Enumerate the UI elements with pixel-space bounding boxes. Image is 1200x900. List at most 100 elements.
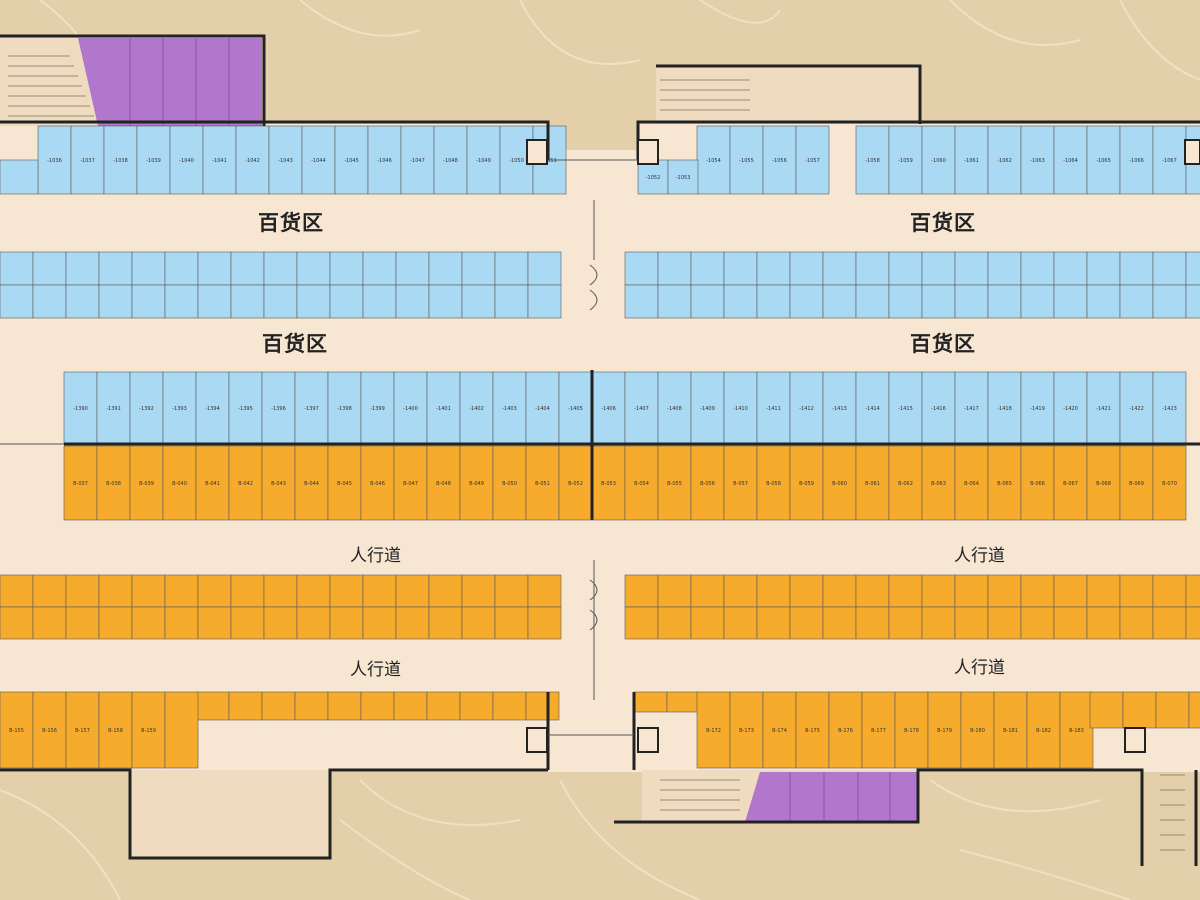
mid-blue-unit-label: -1407 [634, 406, 649, 412]
mid-orange-unit [723, 445, 758, 521]
orange-row-2b-unit [789, 606, 824, 640]
mid-blue-unit [426, 371, 461, 445]
stall-units: -1036-1037-1038-1039-1040-1041-1042-1043… [0, 125, 1200, 769]
orange-row-2b-unit [624, 606, 659, 640]
dept-row-1a-unit [98, 251, 133, 286]
dept-row-2a-unit [1152, 251, 1187, 286]
dept-row-2b-unit [921, 284, 956, 319]
top-left-unit-label: -1047 [410, 158, 425, 164]
mid-blue-unit-label: -1413 [832, 406, 847, 412]
orange-row-1a-unit [230, 574, 265, 608]
bottom-right-unit-label: B-174 [772, 728, 787, 734]
orange-row-1a-unit [197, 574, 232, 608]
top-left-unit-label: -1039 [146, 158, 161, 164]
top-left-unit-label: -1036 [47, 158, 62, 164]
bottom-right-unit [861, 691, 896, 769]
bottom-left-unit [131, 691, 166, 769]
mid-orange-unit [624, 445, 659, 521]
mid-blue-unit [888, 371, 923, 445]
bottom-left-top-unit [459, 691, 494, 721]
orange-row-2a-unit [1152, 574, 1187, 608]
dept-row-1b-unit [296, 284, 331, 319]
dept-row-1a-unit [164, 251, 199, 286]
dept-row-2b-unit [789, 284, 824, 319]
mid-blue-unit [96, 371, 131, 445]
mid-orange-unit-label: B-060 [832, 481, 847, 487]
mid-blue-unit-label: -1399 [370, 406, 385, 412]
dept-row-1b-unit [230, 284, 265, 319]
top-left-unit [400, 125, 435, 195]
mid-orange-unit [96, 445, 131, 521]
zone-label-dept-store-2: 百货区 [910, 211, 976, 235]
dept-row-2a-unit [822, 251, 857, 286]
dept-row-2b-unit [1020, 284, 1055, 319]
bottom-right-top-unit [633, 691, 668, 713]
mid-orange-unit [162, 445, 197, 521]
dept-row-2a-unit [855, 251, 890, 286]
dept-row-2a-unit [1119, 251, 1154, 286]
mid-blue-unit [129, 371, 164, 445]
top-left-unit-label: -1048 [443, 158, 458, 164]
mid-blue-unit [525, 371, 560, 445]
top-right-b-unit-label: -1060 [931, 158, 946, 164]
bottom-right-end-unit [1089, 691, 1124, 729]
top-right-a-unit-label: -1057 [805, 158, 820, 164]
dept-row-1a-unit [65, 251, 100, 286]
elevators [526, 139, 1200, 753]
dept-row-1b-unit [362, 284, 397, 319]
mid-orange-unit-label: B-044 [304, 481, 319, 487]
bottom-left-unit [0, 691, 34, 769]
mid-orange-unit [63, 445, 98, 521]
dept-row-2b-unit [888, 284, 923, 319]
mid-orange-unit-label: B-054 [634, 481, 649, 487]
mid-orange-unit [459, 445, 494, 521]
door-swings [0, 159, 638, 736]
dept-row-2a-unit [1020, 251, 1055, 286]
top-right-b-unit-label: -1061 [964, 158, 979, 164]
orange-row-1b-unit [296, 606, 331, 640]
bottom-left-unit-label: B-157 [75, 728, 90, 734]
mid-orange-unit-label: B-049 [469, 481, 484, 487]
orange-row-1b-unit [329, 606, 364, 640]
mid-orange-unit [360, 445, 395, 521]
bottom-left-top-unit [327, 691, 362, 721]
dept-row-1a-unit [362, 251, 397, 286]
dept-row-1a-unit [428, 251, 463, 286]
mid-blue-unit-label: -1415 [898, 406, 913, 412]
mid-blue-unit-label: -1391 [106, 406, 121, 412]
bottom-right-unit-label: B-181 [1003, 728, 1018, 734]
mid-orange-unit-label: B-051 [535, 481, 550, 487]
bottom-right-unit [795, 691, 830, 769]
orange-row-2a-unit [987, 574, 1022, 608]
top-right-a-unit-label: -1054 [706, 158, 721, 164]
mid-blue-unit-label: -1406 [601, 406, 616, 412]
top-left-unit [136, 125, 171, 195]
top-left-unit-label: -1045 [344, 158, 359, 164]
dept-row-1b-unit [131, 284, 166, 319]
mid-orange-unit-label: B-062 [898, 481, 913, 487]
mid-blue-unit-label: -1397 [304, 406, 319, 412]
mid-blue-unit-label: -1390 [73, 406, 88, 412]
bottom-right-unit [729, 691, 764, 769]
top-left-unit-label: -1040 [179, 158, 194, 164]
orange-row-1b-unit [197, 606, 232, 640]
dept-row-1a-unit [197, 251, 232, 286]
bottom-left-top-unit [360, 691, 395, 721]
mid-blue-unit [657, 371, 692, 445]
top-right-b-unit-label: -1059 [898, 158, 913, 164]
dept-row-2b-unit [822, 284, 857, 319]
top-right-b-unit [921, 125, 956, 195]
orange-row-2b-unit [921, 606, 956, 640]
mid-blue-unit-label: -1421 [1096, 406, 1111, 412]
top-left-unit-label: -1042 [245, 158, 260, 164]
bottom-right-unit [960, 691, 995, 769]
mid-orange-unit-label: B-067 [1063, 481, 1078, 487]
orange-row-1a-unit [263, 574, 298, 608]
mid-orange-unit-label: B-066 [1030, 481, 1045, 487]
dept-row-2a-unit [987, 251, 1022, 286]
orange-row-2b-unit [1119, 606, 1154, 640]
mid-orange-unit [1053, 445, 1088, 521]
dept-row-2a-unit [1086, 251, 1121, 286]
top-left-unit [37, 125, 72, 195]
bottom-left-top-unit [294, 691, 329, 721]
